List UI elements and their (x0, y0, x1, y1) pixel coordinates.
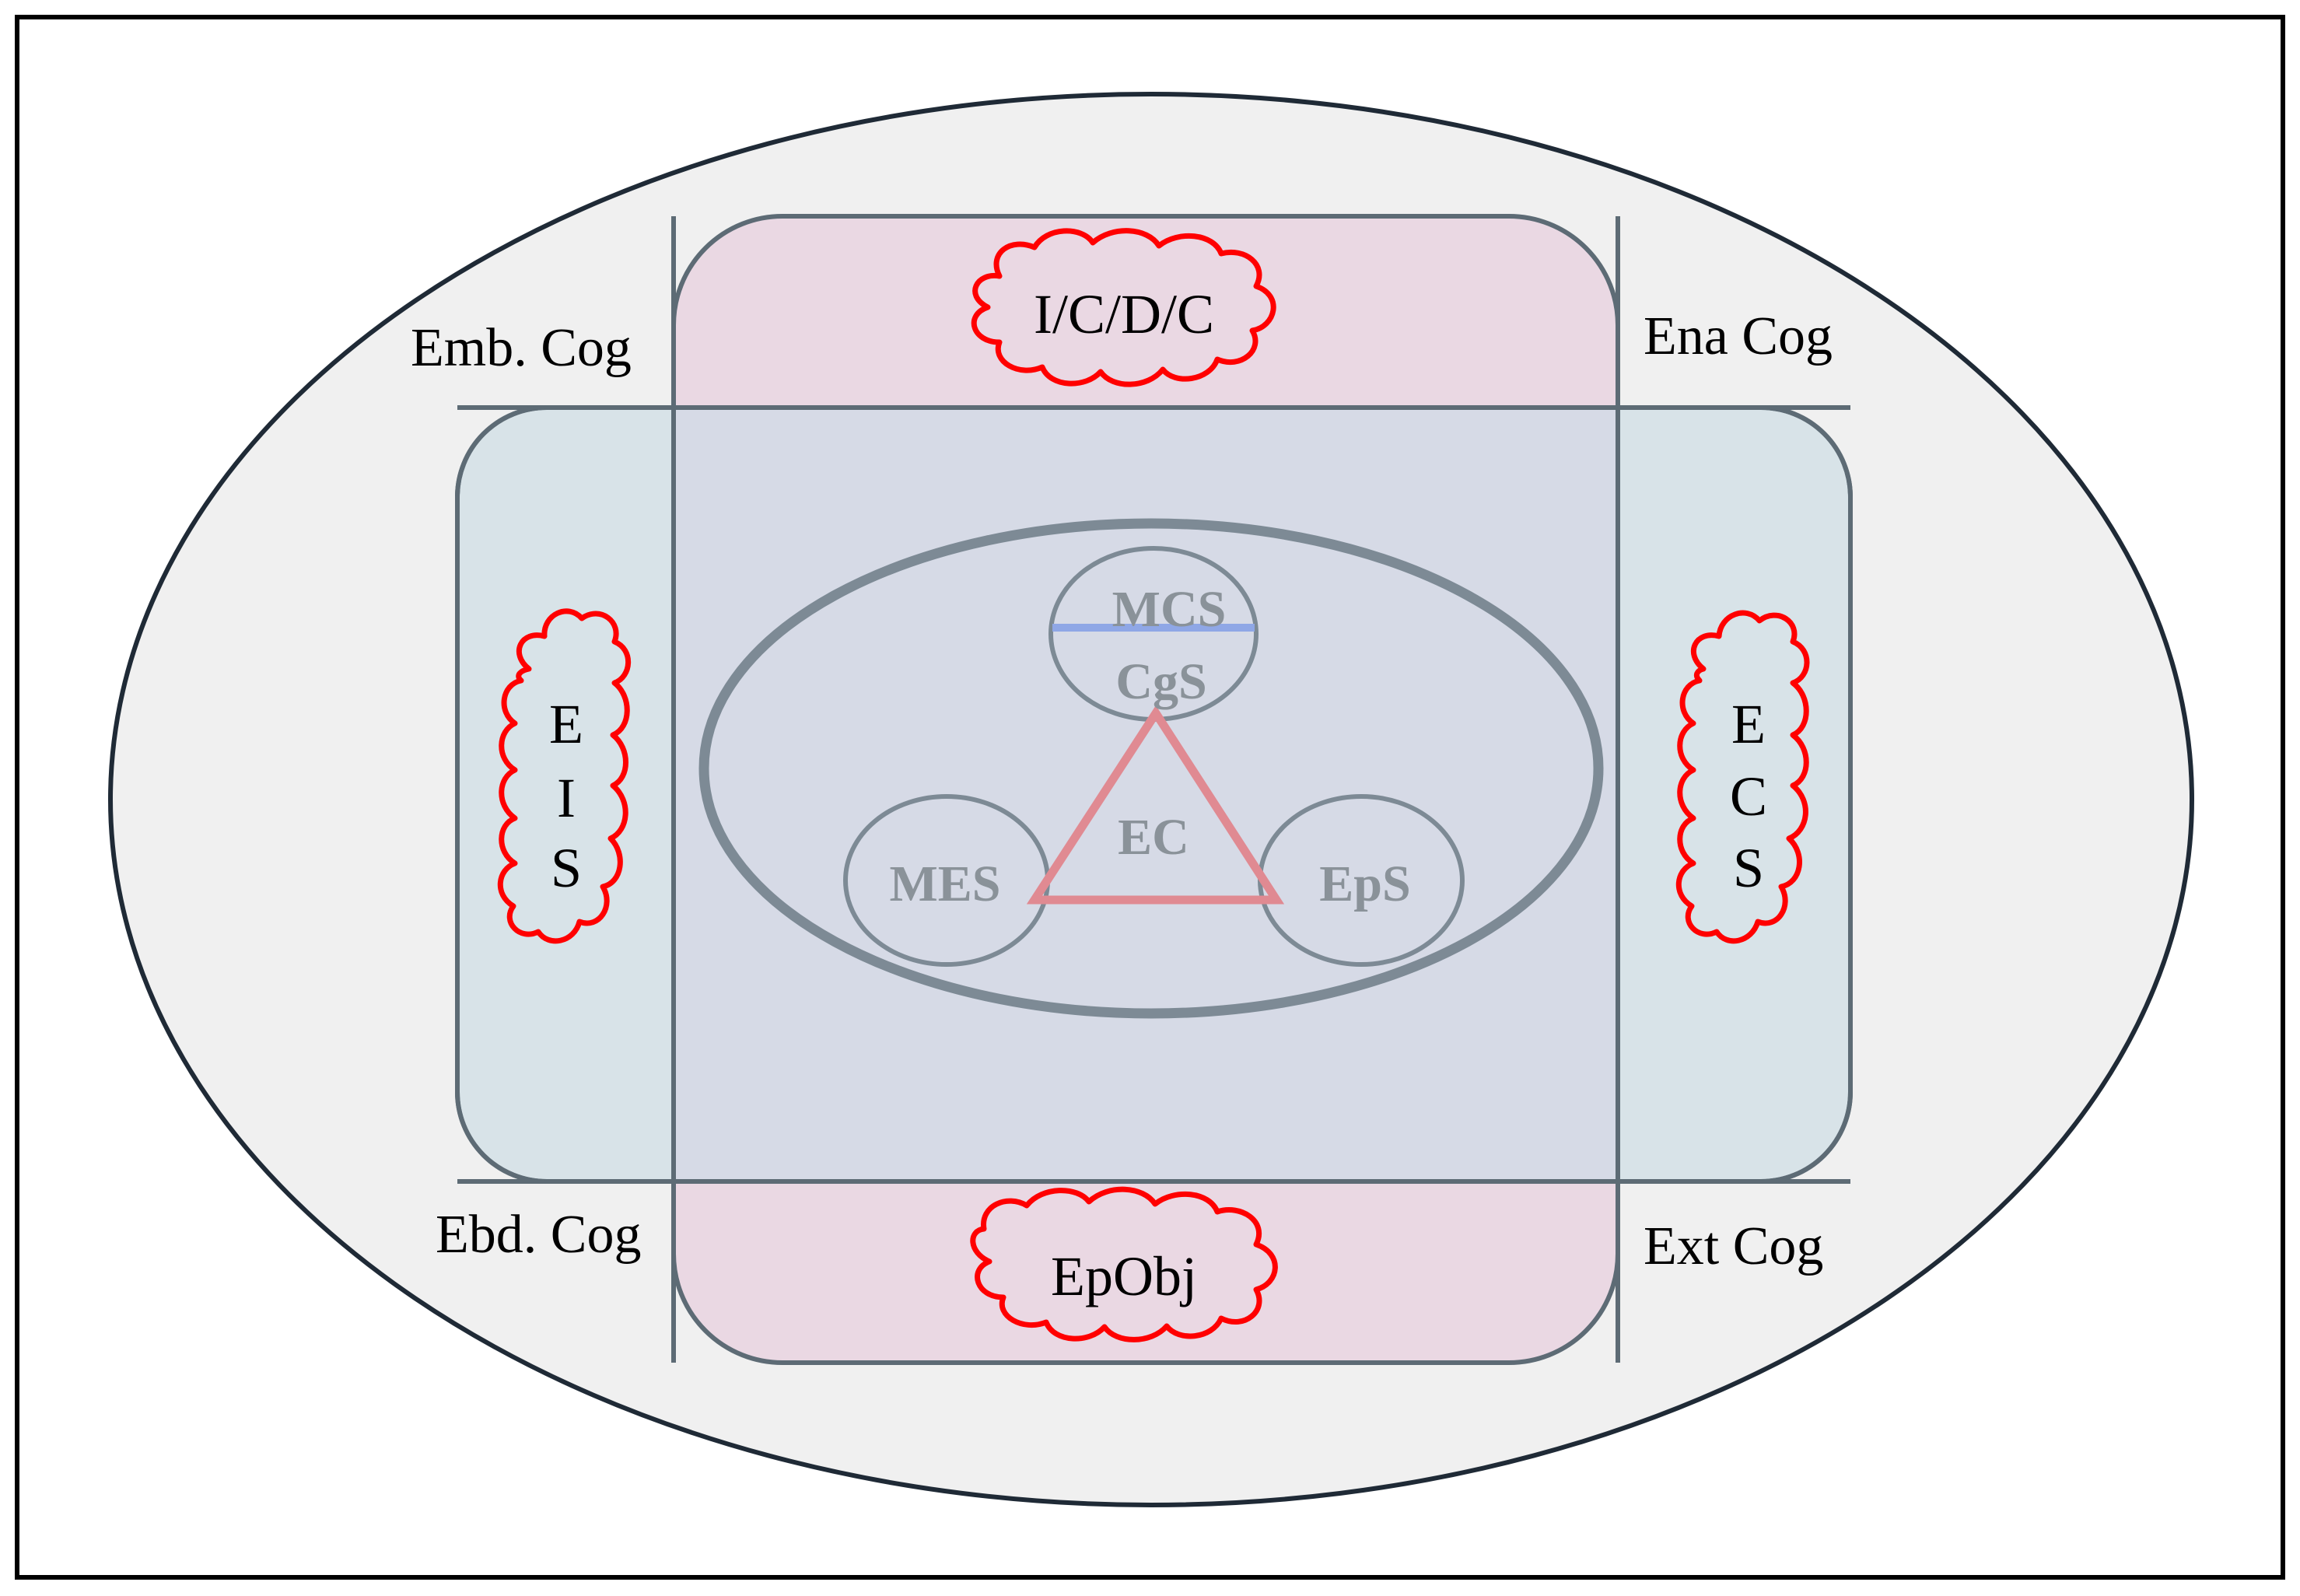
cloud-right-letter-1: E (1731, 693, 1766, 755)
cloud-left-letter-1: E (549, 693, 583, 755)
label-emb-cog: Emb. Cog (411, 318, 632, 378)
label-ena-cog: Ena Cog (1644, 306, 1833, 366)
cloud-top-shape (971, 228, 1276, 387)
label-ebd-cog: Ebd. Cog (436, 1205, 641, 1265)
label-ext-cog: Ext Cog (1644, 1216, 1823, 1276)
core-mes-label: MES (889, 856, 1000, 912)
cloud-bottom-label: EpObj (1051, 1245, 1197, 1307)
overlap-region (674, 408, 1618, 1181)
cloud-left-shape (497, 608, 632, 944)
cloud-left-letter-3: S (551, 837, 582, 899)
ec-triangle (1026, 705, 1285, 905)
cloud-right-shape (1675, 610, 1810, 944)
core-cgs-label: CgS (1115, 653, 1206, 710)
core-ec-label: EC (1118, 809, 1189, 866)
inner-ellipse (698, 518, 1604, 1019)
cloud-right-letter-2: C (1730, 765, 1767, 828)
core-mcs-label: MCS (1112, 581, 1227, 638)
cloud-right-letter-3: S (1733, 837, 1764, 899)
core-eps-label: EpS (1319, 856, 1410, 912)
cloud-top-label: I/C/D/C (1034, 283, 1214, 345)
cloud-left-letter-2: I (557, 767, 576, 829)
horizontal-box-outline (455, 405, 1853, 1184)
cloud-bottom-shape (970, 1186, 1278, 1342)
